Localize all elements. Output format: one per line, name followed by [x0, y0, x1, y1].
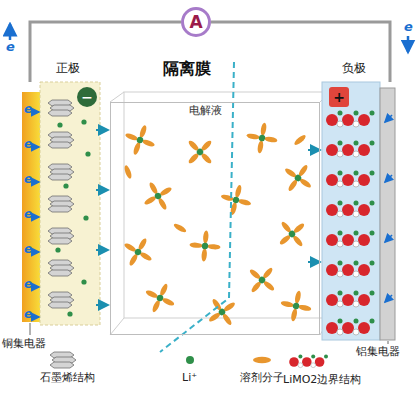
part-label: 铜集电器 — [2, 338, 46, 351]
electron-label: e — [24, 208, 32, 222]
legend-label: 石墨烯结构 — [40, 372, 95, 385]
electron-label: e — [24, 308, 32, 322]
electron-label: e — [24, 103, 32, 117]
positive-electrode: 负极+ — [322, 82, 395, 340]
electron-label: e — [404, 20, 413, 35]
terminal-sign: − — [77, 87, 97, 107]
node-heading: 负极 — [342, 62, 366, 76]
node-text: + — [333, 90, 345, 104]
node-heading: 电解液 — [189, 105, 222, 118]
legend-label: 溶剂分子 — [240, 372, 284, 385]
legend-label: LiMO2边界结构 — [283, 374, 361, 387]
ammeter-symbol: A — [181, 7, 211, 37]
legend-label: Li⁺ — [182, 372, 197, 385]
electron-label: e — [24, 278, 32, 292]
electrolyte-box: 电解液 — [110, 102, 320, 335]
part-label: 铝集电器 — [356, 346, 400, 359]
separator-label: 隔离膜 — [163, 60, 211, 78]
node-text: − — [81, 90, 93, 104]
electron-label: e — [6, 40, 15, 55]
negative-electrode: 正极− — [22, 82, 100, 325]
circuit-wire — [211, 22, 390, 82]
electron-label: e — [24, 138, 32, 152]
terminal-sign: + — [329, 87, 349, 107]
electron-label: e — [24, 173, 32, 187]
circuit-wire — [30, 22, 181, 82]
node-heading: 正极 — [56, 62, 80, 76]
electron-label: e — [24, 243, 32, 257]
node-text: A — [189, 14, 202, 31]
